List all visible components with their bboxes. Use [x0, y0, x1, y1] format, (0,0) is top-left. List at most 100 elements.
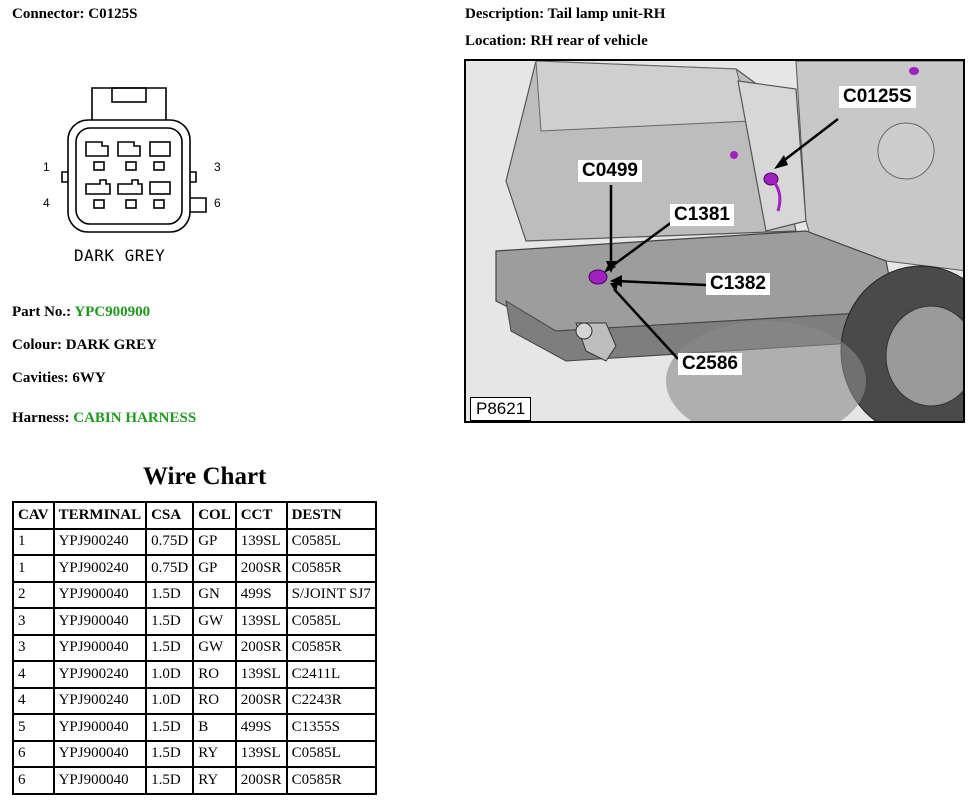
cell-col: RO — [192, 686, 237, 715]
cell-destn: C2411L — [285, 660, 377, 689]
cell-cav: 1 — [12, 554, 55, 583]
header-destn: DESTN — [285, 501, 377, 530]
colour-line: Colour: DARK GREY — [12, 337, 157, 353]
cell-csa: 0.75D — [145, 554, 195, 583]
cell-cav: 3 — [12, 633, 55, 662]
photo-reference-code: P8621 — [470, 397, 532, 421]
cell-col: GP — [192, 554, 237, 583]
cell-cav: 5 — [12, 713, 55, 742]
cell-cct: 139SL — [234, 527, 288, 556]
cell-cav: 6 — [12, 766, 55, 795]
callout-c0499: C0499 — [578, 160, 642, 182]
part-number-link[interactable]: YPC900900 — [74, 304, 151, 320]
cell-cct: 139SL — [234, 739, 288, 768]
vehicle-location-photo: C0125S C0499 C1381 C1382 C2586 P8621 — [464, 59, 965, 423]
cell-cav: 4 — [12, 686, 55, 715]
harness-line: Harness: CABIN HARNESS — [12, 410, 196, 427]
cell-destn: C0585L — [285, 527, 377, 556]
wire-chart-title: Wire Chart — [143, 463, 267, 490]
table-header-row: CAV TERMINAL CSA COL CCT DESTN — [12, 501, 377, 530]
cell-destn: C0585R — [285, 554, 377, 583]
header-cct: CCT — [234, 501, 288, 530]
connector-face-diagram — [61, 87, 207, 233]
cell-csa: 1.5D — [145, 766, 195, 795]
vehicle-rear-illustration — [466, 61, 963, 421]
cavities-line: Cavities: 6WY — [12, 370, 106, 386]
cell-col: RO — [192, 660, 237, 689]
cell-cav: 3 — [12, 607, 55, 636]
cell-csa: 1.5D — [145, 633, 195, 662]
cell-csa: 1.5D — [145, 607, 195, 636]
header-cav: CAV — [12, 501, 55, 530]
cell-cav: 1 — [12, 527, 55, 556]
cell-cct: 499S — [234, 580, 288, 609]
header-terminal: TERMINAL — [52, 501, 148, 530]
cell-cav: 6 — [12, 739, 55, 768]
cell-csa: 1.5D — [145, 580, 195, 609]
cell-col: GP — [192, 527, 237, 556]
cell-destn: C2243R — [285, 686, 377, 715]
cell-csa: 1.5D — [145, 739, 195, 768]
cell-destn: C0585L — [285, 739, 377, 768]
cell-destn: S/JOINT SJ7 — [285, 580, 377, 609]
pin-label-1: 1 — [43, 160, 50, 174]
cell-col: RY — [192, 739, 237, 768]
cell-destn: C1355S — [285, 713, 377, 742]
cell-destn: C0585R — [285, 766, 377, 795]
cell-terminal: YPJ900240 — [52, 660, 148, 689]
cell-terminal: YPJ900240 — [52, 527, 148, 556]
cell-cav: 4 — [12, 660, 55, 689]
header-csa: CSA — [145, 501, 195, 530]
cell-terminal: YPJ900040 — [52, 633, 148, 662]
cell-cct: 200SR — [234, 633, 288, 662]
cell-terminal: YPJ900240 — [52, 554, 148, 583]
cell-cct: 200SR — [234, 766, 288, 795]
cell-terminal: YPJ900040 — [52, 739, 148, 768]
cell-cct: 139SL — [234, 607, 288, 636]
diagram-colour-caption: DARK GREY — [74, 246, 166, 265]
description-text: Description: Tail lamp unit-RH — [465, 6, 666, 22]
cell-csa: 1.0D — [145, 660, 195, 689]
cell-cct: 499S — [234, 713, 288, 742]
location-text: Location: RH rear of vehicle — [465, 33, 648, 49]
cell-csa: 1.0D — [145, 686, 195, 715]
harness-label: Harness: — [12, 410, 74, 426]
cell-col: B — [192, 713, 237, 742]
cell-terminal: YPJ900040 — [52, 766, 148, 795]
cell-cav: 2 — [12, 580, 55, 609]
cell-cct: 200SR — [234, 686, 288, 715]
cell-terminal: YPJ900240 — [52, 686, 148, 715]
cell-destn: C0585L — [285, 607, 377, 636]
callout-c2586: C2586 — [678, 353, 742, 375]
cell-terminal: YPJ900040 — [52, 580, 148, 609]
part-number-label: Part No.: — [12, 304, 75, 320]
part-number-line: Part No.: YPC900900 — [12, 304, 150, 321]
connector-title: Connector: C0125S — [12, 6, 138, 22]
callout-c1382: C1382 — [706, 273, 770, 295]
pin-label-4: 4 — [43, 196, 50, 210]
cell-col: RY — [192, 766, 237, 795]
pin-label-6: 6 — [214, 196, 221, 210]
cell-col: GW — [192, 633, 237, 662]
header-col: COL — [192, 501, 237, 530]
pin-label-3: 3 — [214, 160, 221, 174]
cell-cct: 200SR — [234, 554, 288, 583]
cell-col: GW — [192, 607, 237, 636]
cell-csa: 0.75D — [145, 527, 195, 556]
cell-destn: C0585R — [285, 633, 377, 662]
cell-csa: 1.5D — [145, 713, 195, 742]
harness-link[interactable]: CABIN HARNESS — [73, 410, 197, 426]
cell-terminal: YPJ900040 — [52, 607, 148, 636]
callout-c0125s: C0125S — [839, 86, 916, 108]
